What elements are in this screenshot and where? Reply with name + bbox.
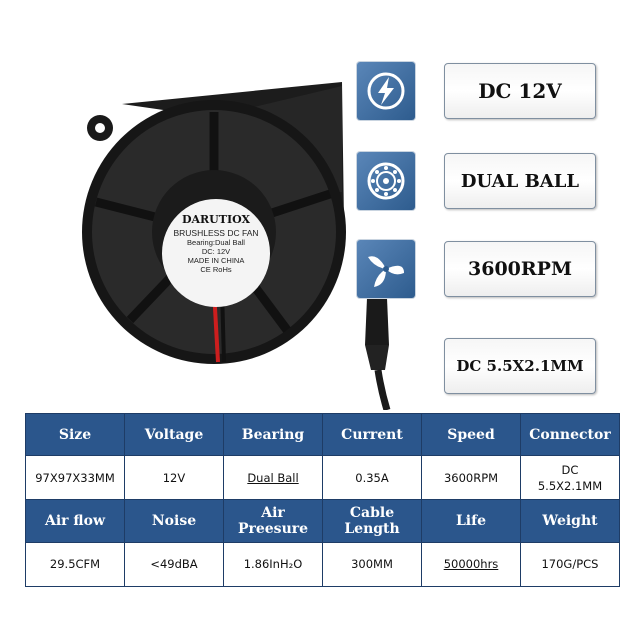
spec-header-size: Size [25, 412, 125, 457]
spec-value-life: 50000hrs [443, 557, 499, 572]
spec-header-noise: Noise [124, 499, 224, 543]
fan-brand: DARUTIOX [181, 213, 251, 226]
spec-value-row: 97X97X33MM 12V Dual Ball 0.35A 3600RPM D… [25, 455, 620, 501]
spec-value-noise: <49dBA [124, 541, 224, 588]
feature-voltage-label: DC 12V [478, 79, 562, 103]
fan-bearing: Bearing:Dual Ball [187, 238, 245, 247]
feature-connector-box: DC 5.5X2.1MM [444, 338, 596, 394]
spec-value-voltage: 12V [124, 455, 224, 501]
spec-header-weight: Weight [520, 499, 620, 543]
spec-header-row: Size Voltage Bearing Current Speed Conne… [25, 412, 620, 457]
spec-header-voltage: Voltage [124, 412, 224, 457]
blower-fan-image: DARUTIOX BRUSHLESS DC FAN Bearing:Dual B… [52, 72, 352, 372]
spec-header-current: Current [322, 412, 422, 457]
spec-header-air-pressure: Air Preesure [223, 499, 323, 543]
spec-value-cable-length: 300MM [322, 541, 422, 588]
spec-value-row: 29.5CFM <49dBA 1.86InH₂O 300MM 50000hrs … [25, 541, 620, 588]
spec-header-airflow: Air flow [25, 499, 125, 543]
spec-value-air-pressure: 1.86InH₂O [223, 541, 323, 588]
spec-value-current: 0.35A [322, 455, 422, 501]
spec-value-connector: DC 5.5X2.1MM [520, 455, 620, 501]
spec-header-connector: Connector [520, 412, 620, 457]
feature-speed-box: 3600RPM [444, 241, 596, 297]
spec-table: Size Voltage Bearing Current Speed Conne… [25, 412, 620, 588]
feature-speed-label: 3600RPM [468, 258, 572, 280]
spec-value-life-cell: 50000hrs [421, 541, 521, 588]
feature-bearing-label: DUAL BALL [460, 170, 580, 192]
dc-plug-image [365, 292, 391, 410]
fan-sticker-label: DARUTIOX BRUSHLESS DC FAN Bearing:Dual B… [162, 199, 270, 307]
feature-voltage-box: DC 12V [444, 63, 596, 119]
spec-value-bearing-cell: Dual Ball [223, 455, 323, 501]
fan-voltage: DC: 12V [201, 247, 231, 256]
spec-header-speed: Speed [421, 412, 521, 457]
spec-header-life: Life [421, 499, 521, 543]
spec-value-bearing: Dual Ball [247, 470, 299, 485]
spec-value-airflow: 29.5CFM [25, 541, 125, 588]
spec-value-size: 97X97X33MM [25, 455, 125, 501]
fan-origin: MADE IN CHINA [187, 256, 245, 265]
feature-bearing-box: DUAL BALL [444, 153, 596, 209]
lightning-icon [357, 62, 415, 120]
spec-header-cable-length: Cable Length [322, 499, 422, 543]
bearing-icon [357, 152, 415, 210]
spec-header-row: Air flow Noise Air Preesure Cable Length… [25, 499, 620, 543]
fan-certs: CE RoHs [200, 265, 232, 274]
feature-connector-label: DC 5.5X2.1MM [456, 357, 584, 375]
spec-value-weight: 170G/PCS [520, 541, 620, 588]
propeller-icon [357, 240, 415, 298]
fan-title: BRUSHLESS DC FAN [173, 228, 259, 238]
spec-header-bearing: Bearing [223, 412, 323, 457]
spec-value-speed: 3600RPM [421, 455, 521, 501]
